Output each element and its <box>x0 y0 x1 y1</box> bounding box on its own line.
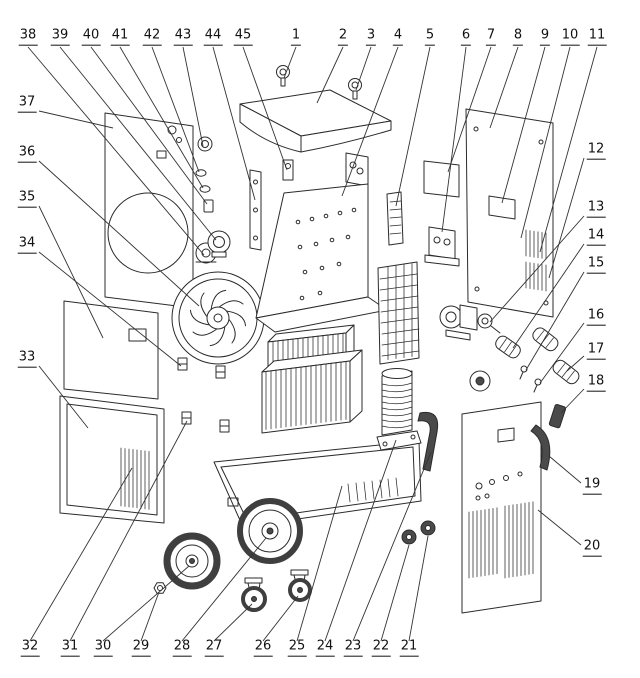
part-capacitor-a <box>532 327 559 352</box>
leader-line-23 <box>352 451 432 642</box>
part-wheel-large <box>237 498 303 564</box>
leader-line-12 <box>548 157 585 279</box>
leader-line-19 <box>548 455 582 484</box>
leader-line-3 <box>355 46 372 91</box>
leader-line-20 <box>537 509 582 546</box>
leader-line-6 <box>441 46 467 233</box>
part-fan-wheel <box>469 370 491 392</box>
part-transformer-stack <box>261 324 363 434</box>
leader-line-15 <box>525 271 585 371</box>
part-left-upper-cover <box>63 300 159 400</box>
part-hex-nut <box>153 582 167 594</box>
leader-line-33 <box>38 365 89 429</box>
part-eyebolt-left <box>276 65 290 87</box>
leader-lines <box>27 46 598 642</box>
part-connector-block <box>345 152 369 187</box>
leader-line-32 <box>29 467 133 642</box>
leader-line-9 <box>501 46 546 204</box>
part-knob-a <box>401 529 417 545</box>
leader-line-41 <box>119 46 204 189</box>
leader-line-11 <box>539 46 598 253</box>
part-front-panel <box>461 401 542 614</box>
part-screws <box>519 365 542 393</box>
leader-line-4 <box>341 46 399 197</box>
leader-line-7 <box>447 46 492 173</box>
part-caster-front <box>241 577 267 612</box>
part-left-side-panel <box>104 112 194 309</box>
leader-line-35 <box>38 205 104 339</box>
part-wheel-small <box>163 532 221 590</box>
leader-line-1 <box>283 46 297 79</box>
leader-line-40 <box>90 46 208 205</box>
part-aux-transformer <box>424 226 460 267</box>
part-control-pcb <box>386 191 404 246</box>
panel-holes <box>295 207 357 301</box>
part-capacitor-b <box>552 359 580 385</box>
part-choke-coil <box>495 335 521 359</box>
part-top-cover <box>239 89 392 153</box>
leader-line-31 <box>69 420 188 642</box>
leader-line-43 <box>182 46 204 147</box>
part-grommets <box>195 169 214 213</box>
leader-line-39 <box>59 46 217 241</box>
part-cap <box>197 136 213 152</box>
leader-line-18 <box>560 388 585 414</box>
part-rubber-block <box>548 404 567 429</box>
leader-line-36 <box>38 160 200 307</box>
part-drive-unit <box>439 304 478 341</box>
part-cooling-fan <box>171 271 265 365</box>
fan-blades-icon <box>189 289 247 347</box>
leader-line-42 <box>151 46 200 173</box>
part-inlet-fitting <box>477 313 501 334</box>
leader-line-26 <box>262 595 299 642</box>
part-mounting-clips <box>177 357 230 433</box>
part-mounting-strip <box>249 169 262 251</box>
leader-line-45 <box>242 46 288 171</box>
leader-line-34 <box>38 251 182 367</box>
leader-line-21 <box>408 535 429 642</box>
part-cover-plate <box>423 160 460 198</box>
leader-line-2 <box>316 46 344 104</box>
leader-line-13 <box>489 215 585 323</box>
leader-line-37 <box>38 110 114 129</box>
leader-line-30 <box>102 565 190 642</box>
leader-line-10 <box>520 46 571 239</box>
part-handle-right <box>530 424 551 471</box>
part-main-pcb <box>377 261 420 365</box>
leader-line-17 <box>566 355 585 372</box>
part-eyebolt-right <box>348 78 362 100</box>
leader-line-16 <box>539 322 585 384</box>
leader-line-22 <box>380 544 410 642</box>
leader-line-38 <box>27 46 205 256</box>
leader-line-14 <box>512 243 585 349</box>
leader-line-24 <box>324 439 397 642</box>
leader-line-5 <box>395 46 431 207</box>
leader-line-44 <box>212 46 256 201</box>
leader-line-29 <box>140 591 160 642</box>
part-right-side-panel <box>465 108 554 318</box>
machine-parts <box>59 65 580 614</box>
part-center-divider-panel <box>255 183 388 333</box>
part-knob-b <box>420 520 436 536</box>
part-left-lower-cover <box>59 395 165 524</box>
part-caster-rear <box>288 569 312 602</box>
leader-line-8 <box>489 46 519 129</box>
leader-line-27 <box>213 603 253 642</box>
leader-line-25 <box>296 485 343 642</box>
part-reactor-coil <box>376 368 422 451</box>
leader-line-28 <box>181 537 267 642</box>
part-handle-left <box>417 411 439 472</box>
